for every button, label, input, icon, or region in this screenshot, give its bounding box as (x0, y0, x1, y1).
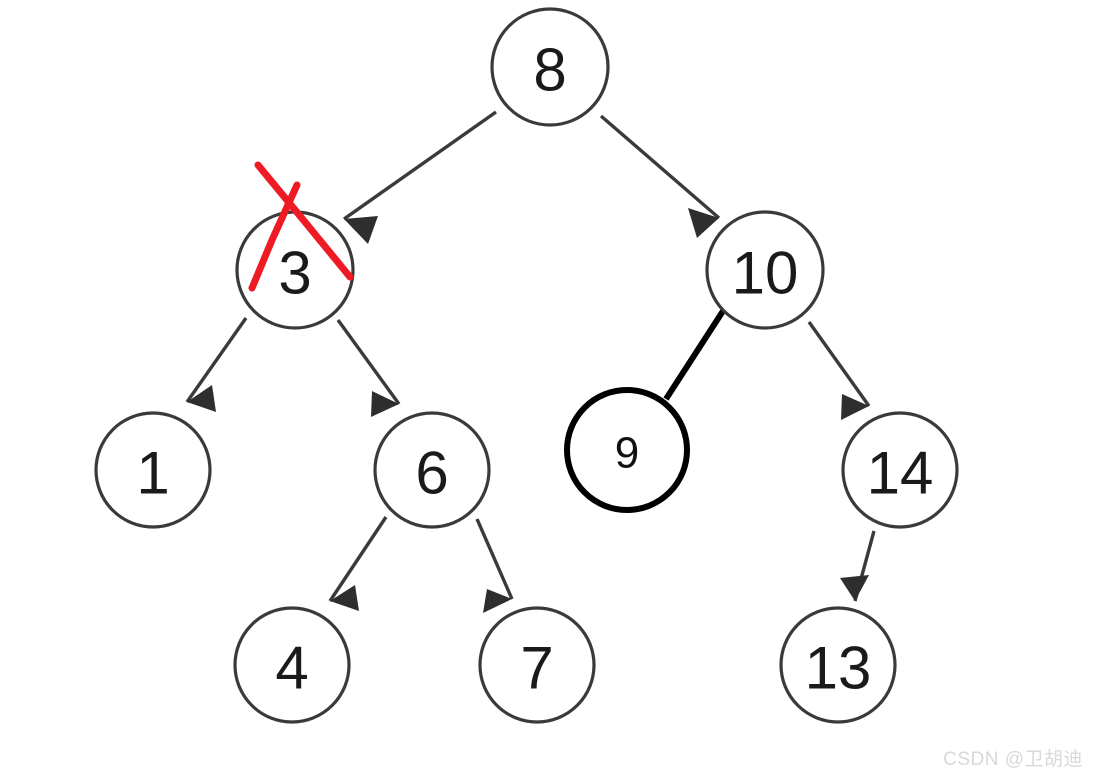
node-label-3: 3 (278, 240, 311, 307)
edge-line-3-6 (336, 319, 401, 405)
node-label-4: 4 (275, 635, 308, 702)
node-label-9: 9 (615, 429, 639, 478)
node-circle-1[interactable] (94, 411, 212, 529)
edge-14-to-13 (840, 530, 876, 602)
edge-line-10-14 (807, 321, 871, 407)
node-4[interactable]: 4 (233, 606, 351, 724)
node-circle-13[interactable] (779, 606, 897, 724)
arrow-head-14-13 (840, 575, 869, 601)
node-label-6: 6 (415, 440, 448, 507)
node-label-13: 13 (805, 635, 872, 702)
node-label-10: 10 (732, 240, 799, 307)
arrow-head-3-1 (187, 385, 216, 412)
edge-8-to-10 (599, 114, 721, 238)
edge-8-to-3 (343, 110, 497, 244)
node-10[interactable]: 10 (705, 210, 825, 330)
node-1[interactable]: 1 (94, 411, 212, 529)
node-group: 8 3 10 1 6 9 1 (94, 7, 959, 724)
edge-group (185, 110, 876, 613)
strike-stroke-2-icon (248, 181, 301, 292)
node-circle-10[interactable] (705, 210, 825, 330)
node-label-7: 7 (520, 635, 553, 702)
node-circle-4[interactable] (233, 606, 351, 724)
node-circle-6[interactable] (373, 411, 491, 529)
arrow-head-3-6 (371, 391, 399, 417)
strike-stroke-1-icon (254, 161, 354, 281)
edge-10-to-14 (807, 321, 871, 420)
edge-line-3-1 (185, 317, 248, 403)
node-circle-9[interactable] (564, 387, 690, 513)
arrow-head-6-4 (330, 585, 359, 611)
node-3[interactable]: 3 (235, 210, 355, 330)
node-13[interactable]: 13 (779, 606, 897, 724)
node-8[interactable]: 8 (490, 7, 610, 127)
edge-6-to-7 (475, 518, 514, 613)
edge-6-to-4 (328, 516, 388, 611)
arrow-head-8-10 (688, 208, 719, 238)
edge-line-6-7 (475, 518, 514, 600)
node-circle-7[interactable] (478, 606, 596, 724)
edge-line-8-3 (343, 110, 497, 221)
arrow-head-6-7 (483, 589, 512, 613)
edge-line-8-10 (599, 114, 721, 220)
edge-line-10-9 (663, 309, 726, 401)
node-label-1: 1 (136, 440, 169, 507)
node-label-14: 14 (867, 440, 934, 507)
node-14[interactable]: 14 (841, 411, 959, 529)
node-6[interactable]: 6 (373, 411, 491, 529)
edge-line-6-4 (328, 516, 388, 602)
csdn-watermark: CSDN @卫胡迪 (943, 749, 1083, 770)
edge-3-to-6 (336, 319, 401, 417)
edge-3-to-1 (185, 317, 248, 412)
node-9[interactable]: 9 (564, 387, 690, 513)
node-circle-14[interactable] (841, 411, 959, 529)
strike-out-annotation-node-3 (248, 161, 354, 292)
node-label-8: 8 (533, 37, 566, 104)
node-circle-8[interactable] (490, 7, 610, 127)
arrow-head-10-14 (841, 394, 869, 420)
arrow-head-8-3 (344, 216, 378, 244)
node-7[interactable]: 7 (478, 606, 596, 724)
edge-10-to-9 (663, 309, 726, 401)
